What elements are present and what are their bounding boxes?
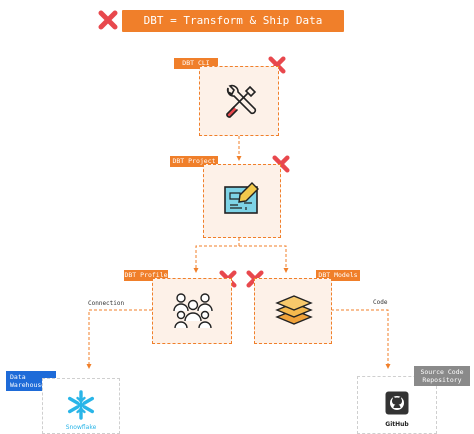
cli-tag: DBT CLI (174, 58, 218, 69)
profile-tag: DBT Profile (124, 270, 168, 281)
edge-profile-warehouse (86, 309, 152, 369)
project-node[interactable] (203, 164, 281, 238)
layers-icon (275, 295, 313, 325)
repo-tag: Source Code Repository (414, 366, 470, 386)
wrench-screwdriver-icon (226, 84, 257, 118)
warehouse-node[interactable]: Snowflake (42, 378, 120, 434)
project-tag: DBT Project (170, 156, 218, 167)
models-tag: DBT Models (316, 270, 360, 281)
edge-project-models (239, 245, 289, 273)
connection-label: Connection (88, 300, 125, 307)
snowflake-logo-text: Snowflake (65, 424, 97, 431)
models-node[interactable] (254, 278, 332, 344)
github-logo-icon (385, 391, 409, 415)
edge-project-profile (193, 238, 240, 273)
code-label: Code (373, 299, 388, 306)
snowflake-logo-icon (68, 390, 94, 420)
page-title: DBT = Transform & Ship Data Easily (122, 10, 344, 49)
github-logo-text: GitHub (385, 421, 409, 428)
edge-models-repo (331, 309, 391, 369)
users-group-icon (173, 293, 213, 329)
title-x-icon (98, 10, 118, 30)
profile-node[interactable] (152, 278, 232, 344)
cli-node[interactable] (199, 66, 279, 136)
blueprint-icon (224, 182, 259, 214)
